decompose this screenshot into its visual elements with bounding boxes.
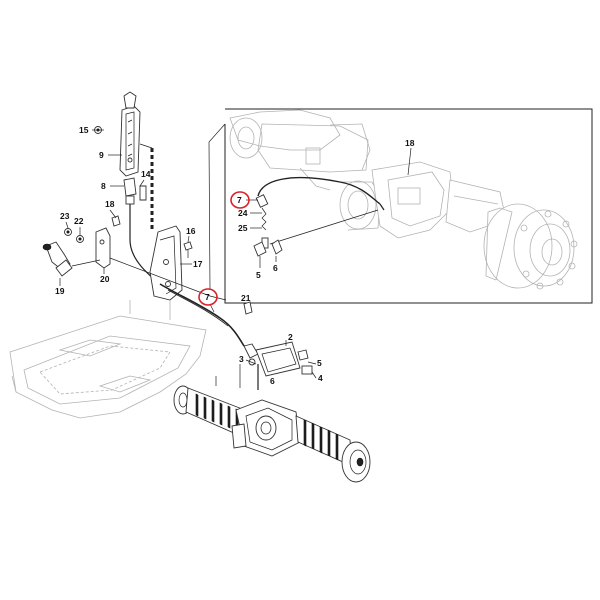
- callout-17: 17: [193, 259, 203, 269]
- inset-brake-cable: [257, 176, 381, 205]
- callout-15: 15: [79, 125, 89, 135]
- callout-19: 19: [55, 286, 65, 296]
- callout-7-main: 7: [205, 292, 210, 302]
- callout-25: 25: [238, 223, 248, 233]
- callout-3: 3: [239, 354, 244, 364]
- callout-18-left: 18: [105, 199, 115, 209]
- main-callouts-upper: 15 9 8 14 18 23 22 16 17 19 20: [55, 125, 203, 296]
- hub-bolts: [520, 210, 578, 290]
- front-axle: 1: [173, 376, 371, 483]
- callout-5: 5: [317, 358, 322, 368]
- callout-18: 18: [405, 138, 415, 148]
- floor-plate-ghost: [9, 300, 207, 419]
- callout-9: 9: [99, 150, 104, 160]
- highlight-circle-main: [198, 288, 218, 306]
- callout-6-inset: 6: [273, 263, 278, 273]
- callout-20: 20: [100, 274, 110, 284]
- callout-7-inset: 7: [237, 195, 242, 205]
- inset-cable-end: [253, 194, 283, 257]
- highlight-circle-inset: [230, 191, 250, 209]
- inset-panel: 18 7 24 25 5 6: [208, 108, 593, 304]
- callout-14: 14: [141, 169, 151, 179]
- callout-6: 6: [270, 376, 275, 386]
- callout-22: 22: [74, 216, 84, 226]
- callout-5-inset: 5: [256, 270, 261, 280]
- callout-23: 23: [60, 211, 70, 221]
- callout-2: 2: [288, 332, 293, 342]
- brake-actuator: [243, 341, 313, 390]
- callout-16: 16: [186, 226, 196, 236]
- axle-ribs-left: [195, 393, 239, 432]
- callout-4: 4: [318, 373, 323, 383]
- main-brake-cable: [159, 283, 253, 347]
- axle-ribs-right: [303, 419, 339, 461]
- handbrake-lever-assembly: [42, 91, 227, 301]
- callout-8: 8: [101, 181, 106, 191]
- callout-21: 21: [241, 293, 251, 303]
- callout-24: 24: [238, 208, 248, 218]
- rear-axle-ghost: [229, 109, 575, 289]
